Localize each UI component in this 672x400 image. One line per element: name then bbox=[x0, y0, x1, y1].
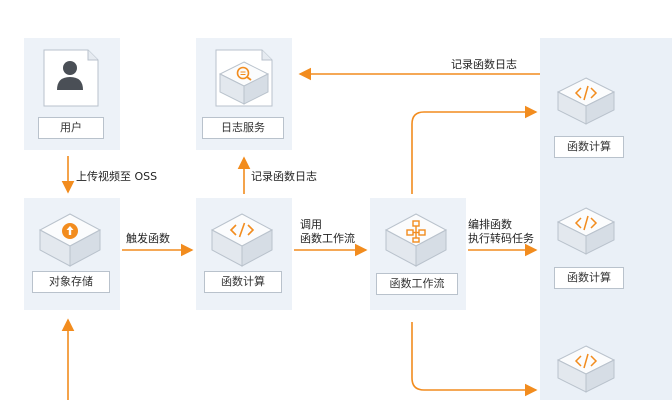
log-service-label: 日志服务 bbox=[202, 117, 284, 139]
cloud-upload-icon bbox=[62, 223, 78, 239]
user-label: 用户 bbox=[38, 117, 104, 139]
function-code-icon bbox=[229, 222, 255, 238]
function-compute-2-cube bbox=[556, 207, 616, 255]
edge-label-call-1: 调用 bbox=[300, 218, 322, 231]
function-compute-main-label: 函数计算 bbox=[204, 271, 282, 293]
edge-label-call-2: 函数工作流 bbox=[300, 232, 355, 245]
edge-label-trigger: 触发函数 bbox=[126, 232, 170, 245]
function-code-icon bbox=[574, 215, 598, 231]
function-compute-main-cube bbox=[210, 213, 274, 267]
function-compute-2-label: 函数计算 bbox=[554, 267, 624, 289]
edge-workflow-to-fc3 bbox=[411, 322, 538, 397]
function-code-icon bbox=[574, 85, 598, 101]
log-search-icon bbox=[236, 66, 252, 81]
workflow-icon bbox=[406, 220, 426, 243]
function-compute-1-label: 函数计算 bbox=[554, 136, 624, 158]
edge-label-orchestrate-2: 执行转码任务 bbox=[468, 232, 534, 245]
edge-label-log-workflow: 记录函数日志 bbox=[451, 58, 517, 71]
edge-workflow-to-fc1 bbox=[411, 105, 538, 194]
user-card bbox=[43, 49, 99, 107]
function-code-icon bbox=[574, 353, 598, 369]
object-storage-cube bbox=[38, 213, 102, 267]
function-workflow-label: 函数工作流 bbox=[376, 273, 458, 295]
log-service-cube bbox=[218, 61, 270, 105]
edge-label-upload: 上传视频至 OSS bbox=[76, 170, 158, 183]
function-compute-3-cube bbox=[556, 345, 616, 393]
edge-label-orchestrate-1: 编排函数 bbox=[468, 218, 512, 231]
object-storage-label: 对象存储 bbox=[32, 271, 110, 293]
edge-label-log-fc: 记录函数日志 bbox=[251, 170, 317, 183]
function-workflow-cube bbox=[384, 213, 448, 267]
user-icon bbox=[57, 61, 83, 90]
function-compute-1-cube bbox=[556, 77, 616, 125]
